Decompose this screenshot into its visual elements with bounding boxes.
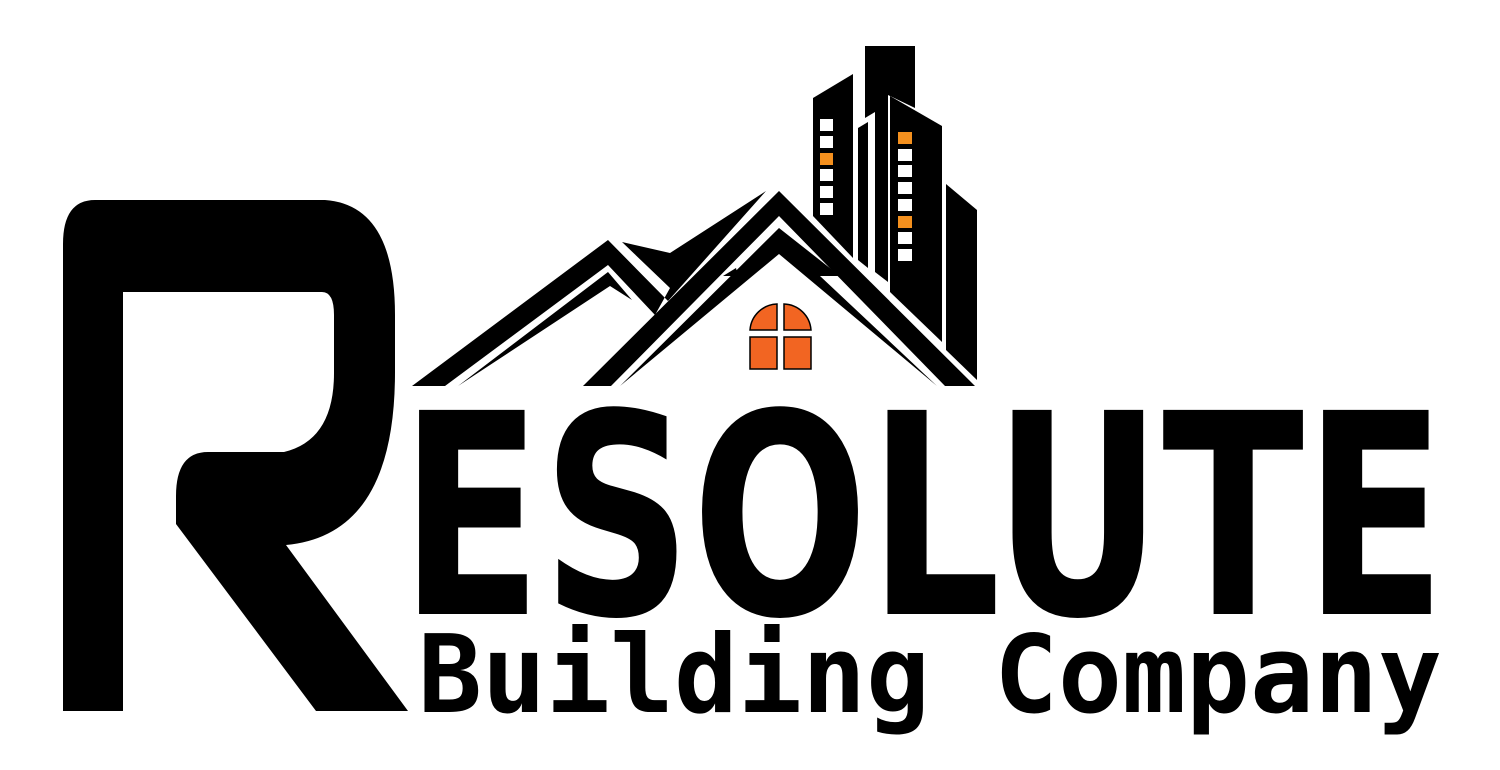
logo-letter-r (63, 200, 408, 711)
skyline-icon (813, 46, 977, 380)
arched-window-icon (749, 303, 812, 370)
building-windows-left (820, 119, 833, 215)
building-windows-right (898, 132, 912, 261)
house-roof-icon (412, 191, 975, 386)
tagline-text: Building Company (418, 613, 1442, 738)
brand-name-text: ESOLUTE (400, 355, 1446, 681)
